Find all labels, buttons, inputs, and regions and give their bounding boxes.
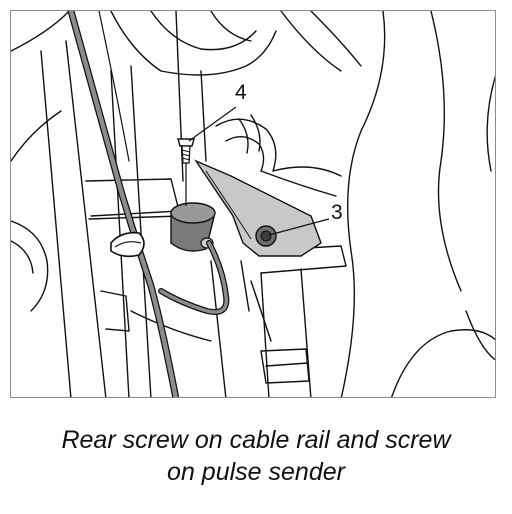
left-struts [11,40,182,397]
callout-4: 4 [235,81,247,104]
engine-line-drawing: 4 3 [11,11,495,397]
pulse-sender-screw [255,225,277,247]
caption-line-1: Rear screw on cable rail and screw [61,426,451,454]
sender-cable [158,240,230,315]
cable-clip [110,231,145,258]
cable-rail-screw [177,138,195,206]
hose [215,114,342,197]
callout-leader-3 [268,218,330,236]
caption-line-2: on pulse sender [167,458,345,486]
callout-leader-4 [188,106,237,142]
callout-3: 3 [331,201,343,224]
figure-caption: Rear screw on cable rail and screw on pu… [0,424,512,488]
pulse-sender-bracket [194,159,322,257]
main-cable [67,11,180,397]
housing-outline [11,11,495,397]
illustration-frame: 4 3 [10,10,496,398]
